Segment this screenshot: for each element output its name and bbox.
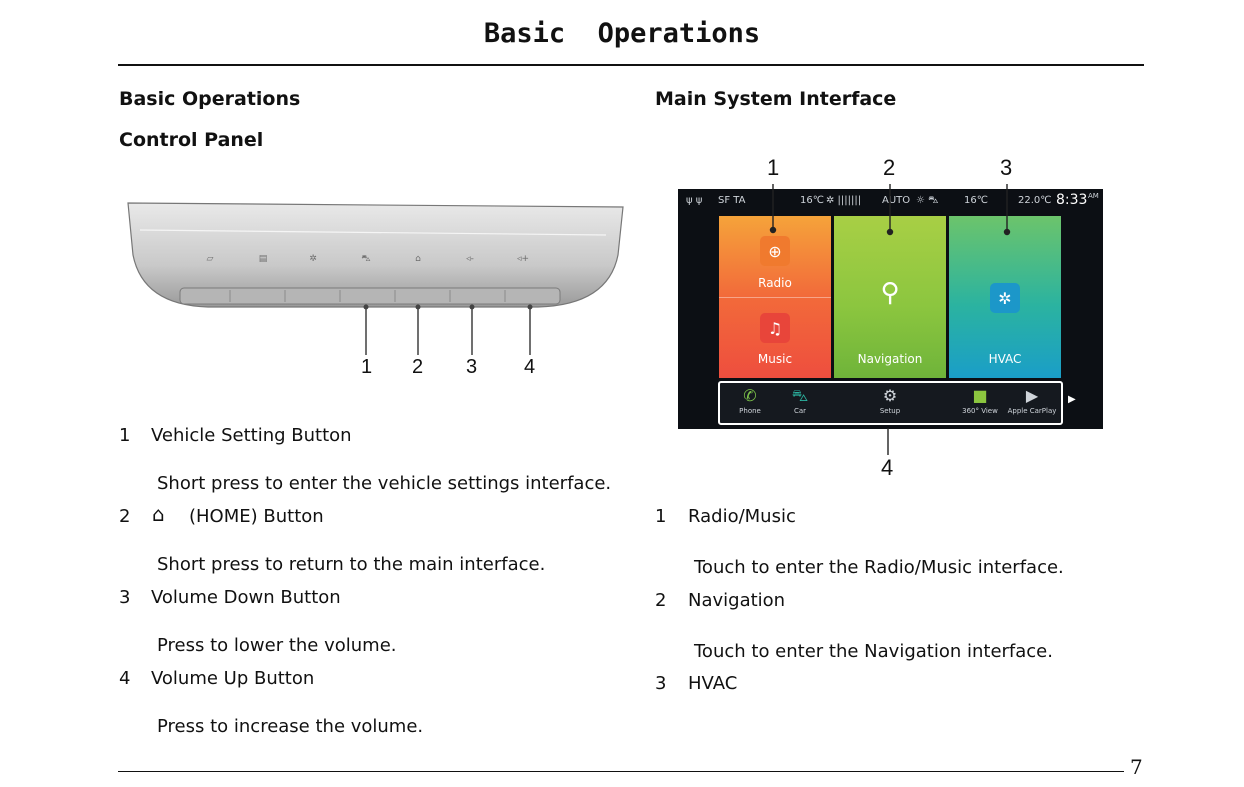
navigation-tile[interactable]: ⚲ Navigation [834, 216, 946, 378]
outside-temp: 22.0℃ [1018, 195, 1052, 206]
item-title: HVAC [688, 673, 738, 694]
volume-up-icon: ◃+ [517, 254, 529, 264]
volume-down-icon: ◃- [466, 254, 474, 264]
gear-icon: ⚙ [882, 386, 898, 405]
hvac-icon: ✲ [990, 283, 1020, 313]
phone-icon: ✆ [743, 386, 757, 405]
callout-number: 3 [466, 356, 478, 378]
dock-setup[interactable]: ⚙Setup [860, 385, 920, 415]
callout-lines [769, 184, 1011, 455]
svg-text:✲: ✲ [309, 254, 317, 264]
hvac-label: HVAC [988, 352, 1022, 366]
dock-apple-carplay[interactable]: ▶Apple CarPlay [1002, 385, 1062, 415]
section-title-basic-operations: Basic Operations [119, 88, 301, 110]
climate-mode: AUTO [882, 195, 911, 206]
page-number: 7 [1130, 755, 1143, 779]
item-description: Short press to return to the main interf… [157, 554, 546, 575]
svg-text:⛍: ⛍ [361, 254, 370, 264]
next-page-arrow-icon[interactable]: ▶ [1068, 394, 1076, 405]
subsection-title-control-panel: Control Panel [119, 129, 264, 151]
callout-number: 1 [361, 356, 373, 378]
item-number: 1 [119, 425, 131, 446]
item-title: Volume Down Button [151, 587, 341, 608]
item-number: 2 [119, 506, 131, 527]
item-title: Radio/Music [688, 506, 796, 527]
fan-icon: ✲ [309, 254, 317, 264]
control-panel-illustration: ▱ ▤ ✲ ⛍ ⌂ ◃- ◃+ [118, 195, 638, 385]
item-number: 3 [655, 673, 667, 694]
item-description: Press to lower the volume. [157, 635, 397, 656]
item-number: 3 [119, 587, 131, 608]
navigation-label: Navigation [857, 352, 923, 366]
dock-phone[interactable]: ✆Phone [720, 385, 780, 415]
status-bar: ψ ψ SF TA 16℃ ✲ ||||||| AUTO ☼ ⛍ 16℃ 22.… [678, 189, 1103, 213]
svg-text:◃+: ◃+ [517, 254, 529, 264]
camera-icon: ■ [972, 386, 988, 405]
callout-number: 2 [412, 356, 424, 378]
section-title-main-system-interface: Main System Interface [655, 88, 897, 110]
hvac-tile[interactable]: ✲ HVAC [949, 216, 1061, 378]
app-dock: ✆Phone ⛍Car ⚙Setup ■360° View ▶Apple Car… [718, 381, 1063, 425]
item-description: Touch to enter the Navigation interface. [694, 641, 1053, 662]
defrost-front-icon: ▱ [207, 254, 214, 264]
callout-number: 3 [1000, 155, 1013, 180]
fan-speed-icon: ✲ ||||||| [826, 195, 862, 206]
dock-car[interactable]: ⛍Car [770, 385, 830, 415]
callout-number: 4 [881, 455, 894, 480]
music-label: Music [757, 352, 793, 366]
defrost-rear-icon: ▤ [259, 254, 268, 264]
usb-icon: ψ ψ [686, 195, 703, 206]
svg-text:⌂: ⌂ [415, 254, 421, 264]
home-icon: ⌂ [152, 502, 165, 526]
item-title: Volume Up Button [151, 668, 315, 689]
item-title: (HOME) Button [189, 506, 324, 527]
svg-text:▱: ▱ [207, 254, 214, 264]
status-left-text: SF TA [718, 195, 746, 206]
item-title: Vehicle Setting Button [151, 425, 352, 446]
radio-label: Radio [758, 276, 792, 290]
svg-text:▤: ▤ [259, 254, 268, 264]
temp-right: 16℃ [964, 195, 988, 206]
clock-ampm: AM [1088, 192, 1099, 200]
item-title: Navigation [688, 590, 786, 611]
home-button-icon: ⌂ [415, 254, 421, 264]
svg-text:◃-: ◃- [466, 254, 474, 264]
callout-number: 2 [883, 155, 896, 180]
radio-icon: ⊕ [760, 236, 790, 266]
item-number: 2 [655, 590, 667, 611]
page-header: Basic Operations [483, 18, 761, 49]
car-icon: ⛍ [791, 386, 809, 405]
location-pin-icon: ⚲ [880, 278, 900, 308]
dock-360-view[interactable]: ■360° View [950, 385, 1010, 415]
music-icon: ♫ [760, 313, 790, 343]
item-description: Press to increase the volume. [157, 716, 424, 737]
header-rule [118, 64, 1144, 66]
callout-number: 4 [524, 356, 536, 378]
clock-time: 8:33 [1056, 192, 1088, 208]
item-description: Touch to enter the Radio/Music interface… [694, 557, 1064, 578]
footer-rule [118, 771, 1124, 772]
tile-divider [719, 297, 831, 298]
sun-icon: ☼ ⛍ [916, 195, 939, 206]
item-description: Short press to enter the vehicle setting… [157, 473, 612, 494]
callout-number: 1 [767, 155, 780, 180]
vehicle-setting-icon: ⛍ [361, 254, 370, 264]
play-icon: ▶ [1025, 386, 1039, 405]
temp-left: 16℃ [800, 195, 824, 206]
radio-music-tile[interactable]: ⊕ Radio ♫ Music [719, 216, 831, 378]
item-number: 4 [119, 668, 131, 689]
item-number: 1 [655, 506, 667, 527]
